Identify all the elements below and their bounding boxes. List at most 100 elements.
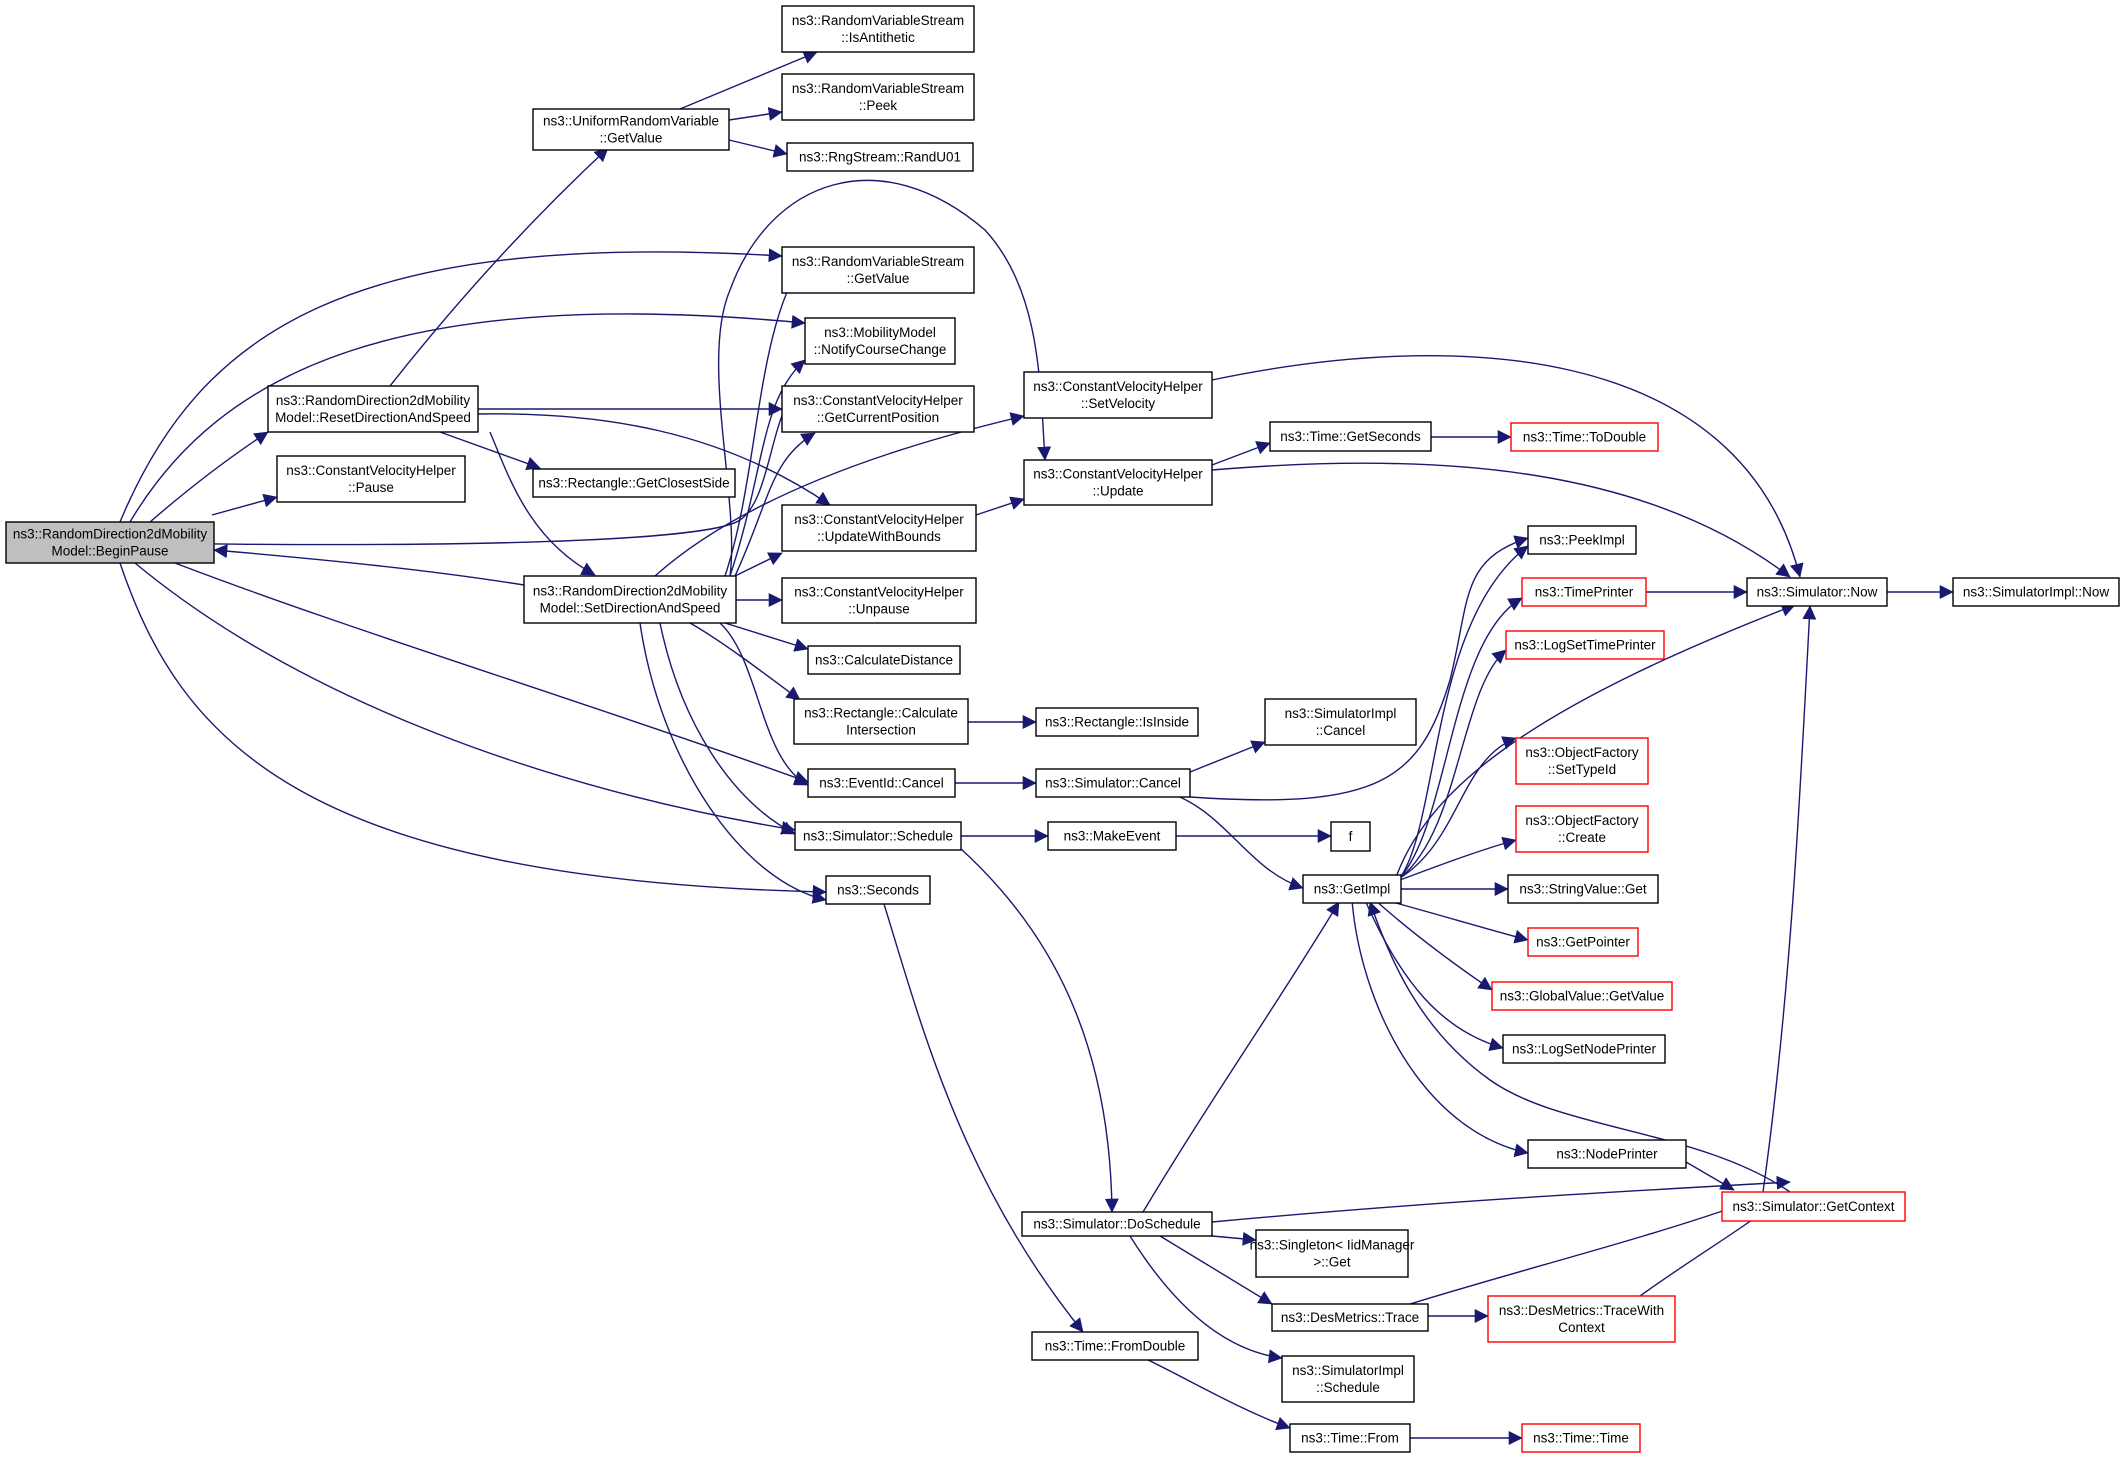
node-rvs-peek[interactable]: ns3::RandomVariableStream::Peek [781,73,975,121]
node-updatewithbounds[interactable]: ns3::ConstantVelocityHelper::UpdateWithB… [781,504,977,552]
node-getcurrentpos[interactable]: ns3::ConstantVelocityHelper::GetCurrentP… [781,385,975,433]
node-cvh-update[interactable]: ns3::ConstantVelocityHelper::Update [1023,459,1213,506]
node-getseconds[interactable]: ns3::Time::GetSeconds [1269,421,1432,452]
node-sim-now[interactable]: ns3::Simulator::Now [1746,577,1888,607]
node-label: ::SetVelocity [1081,396,1156,411]
node-desmetrics-trace[interactable]: ns3::DesMetrics::Trace [1271,1303,1429,1332]
node-label: ns3::Simulator::Cancel [1045,776,1181,791]
node-label: ns3::NodePrinter [1556,1147,1658,1162]
node-getimpl[interactable]: ns3::GetImpl [1302,874,1402,904]
node-unpause[interactable]: ns3::ConstantVelocityHelper::Unpause [781,577,977,624]
node-logsetnodeprinter[interactable]: ns3::LogSetNodePrinter [1502,1034,1666,1064]
node-box [1515,805,1649,853]
node-eventid-cancel[interactable]: ns3::EventId::Cancel [807,768,956,798]
node-of-create[interactable]: ns3::ObjectFactory::Create [1515,805,1649,853]
node-peekimpl[interactable]: ns3::PeekImpl [1527,525,1637,555]
node-of-settypeid[interactable]: ns3::ObjectFactory::SetTypeId [1515,737,1649,785]
node-beginpause[interactable]: ns3::RandomDirection2dMobilityModel::Beg… [5,521,215,564]
node-box [804,317,956,365]
node-cvh-pause[interactable]: ns3::ConstantVelocityHelper::Pause [276,455,466,503]
node-box [1302,874,1402,904]
node-label: ns3::Rectangle::Calculate [804,706,958,721]
node-box [1507,874,1659,904]
edge-updatewithbounds-to-update [975,496,1025,516]
node-getclosestside[interactable]: ns3::Rectangle::GetClosestSide [532,468,736,498]
edge-getimpl-to-getpointer [1384,899,1529,944]
node-simimpl-now[interactable]: ns3::SimulatorImpl::Now [1952,577,2120,607]
node-box [781,246,975,294]
node-box [1515,737,1649,785]
node-stringvalue-get[interactable]: ns3::StringValue::Get [1507,874,1659,904]
edge-getcontext-to-sim-now [1762,605,1817,1193]
node-setvelocity[interactable]: ns3::ConstantVelocityHelper::SetVelocity [1023,371,1213,419]
node-sim-getcontext[interactable]: ns3::Simulator::GetContext [1721,1191,1906,1222]
node-box [1521,1423,1641,1453]
node-logsettimeprinter[interactable]: ns3::LogSetTimePrinter [1505,630,1665,660]
node-box [1023,371,1213,419]
node-time-from[interactable]: ns3::Time::From [1289,1423,1411,1453]
node-label: ::GetCurrentPosition [817,410,939,425]
node-label: ns3::Simulator::Now [1757,585,1878,600]
node-box [793,698,969,745]
node-fromdouble[interactable]: ns3::Time::FromDouble [1031,1331,1199,1361]
node-label: ::UpdateWithBounds [817,529,941,544]
node-simimpl-cancel[interactable]: ns3::SimulatorImpl::Cancel [1264,698,1417,746]
node-makeevent[interactable]: ns3::MakeEvent [1047,821,1177,851]
node-label: ::GetValue [600,131,663,146]
node-label: ns3::RandomVariableStream [792,254,964,269]
node-box [781,577,977,624]
node-notifycourse[interactable]: ns3::MobilityModel::NotifyCourseChange [804,317,956,365]
node-singleton-get[interactable]: ns3::Singleton< IidManager>::Get [1250,1229,1415,1278]
node-box [1255,1229,1409,1278]
node-box [532,108,730,151]
node-getpointer[interactable]: ns3::GetPointer [1527,927,1639,957]
edge-setdir-to-cvh-update [717,179,1052,577]
node-label: Context [1558,1320,1605,1335]
node-f[interactable]: f [1330,821,1371,852]
node-time-time[interactable]: ns3::Time::Time [1521,1423,1641,1453]
node-box [1023,459,1213,506]
node-isinside[interactable]: ns3::Rectangle::IsInside [1035,707,1199,737]
edge-doschedule-to-simimpl-schedule [1129,1235,1283,1364]
node-label: ns3::DesMetrics::TraceWith [1499,1303,1664,1318]
node-label: >::Get [1313,1255,1350,1270]
edge-setdir-to-sim-schedule [659,622,796,835]
node-globalvalue-getvalue[interactable]: ns3::GlobalValue::GetValue [1491,981,1673,1011]
edge-beginpause-to-rvs-getvalue [119,248,783,523]
node-label: ::Schedule [1316,1380,1380,1395]
node-label: Model::ResetDirectionAndSpeed [275,410,471,425]
node-nodeprinter[interactable]: ns3::NodePrinter [1527,1139,1687,1169]
edge-setdir-to-beginpause [213,544,525,586]
edge-update-to-sim-now [1211,462,1791,578]
node-box [1521,577,1647,607]
node-simimpl-schedule[interactable]: ns3::SimulatorImpl::Schedule [1281,1355,1415,1403]
node-label: ns3::RandomDirection2dMobility [533,584,728,599]
node-label: ns3::SimulatorImpl [1292,1363,1404,1378]
node-sim-cancel[interactable]: ns3::Simulator::Cancel [1035,768,1191,798]
node-label: ::IsAntithetic [841,30,915,45]
edge-getcontext-to-getimpl [1367,901,1791,1193]
node-setdir[interactable]: ns3::RandomDirection2dMobilityModel::Set… [523,575,737,624]
node-box [1952,577,2120,607]
node-calcdistance[interactable]: ns3::CalculateDistance [807,645,961,675]
node-label: ns3::LogSetTimePrinter [1514,638,1656,653]
node-doschedule[interactable]: ns3::Simulator::DoSchedule [1021,1211,1213,1237]
node-sim-schedule[interactable]: ns3::Simulator::Schedule [794,821,962,851]
node-rvs-isantithetic[interactable]: ns3::RandomVariableStream::IsAntithetic [781,5,975,53]
node-timeprinter[interactable]: ns3::TimePrinter [1521,577,1647,607]
node-uniform-getvalue[interactable]: ns3::UniformRandomVariable::GetValue [532,108,730,151]
edge-getimpl-to-timeprinter [1399,597,1523,879]
node-box [1491,981,1673,1011]
node-label: ns3::ConstantVelocityHelper [794,585,964,600]
node-seconds[interactable]: ns3::Seconds [825,875,931,905]
node-rvs-getvalue[interactable]: ns3::RandomVariableStream::GetValue [781,246,975,294]
node-label: ::Unpause [848,602,910,617]
node-label: ns3::Time::Time [1533,1431,1629,1446]
node-randu01[interactable]: ns3::RngStream::RandU01 [786,142,974,172]
edge-beginpause-to-resetdir [149,431,269,523]
node-todouble[interactable]: ns3::Time::ToDouble [1510,422,1659,452]
node-resetdir[interactable]: ns3::RandomDirection2dMobilityModel::Res… [267,385,479,433]
edge-doschedule-to-getimpl [1142,901,1340,1213]
